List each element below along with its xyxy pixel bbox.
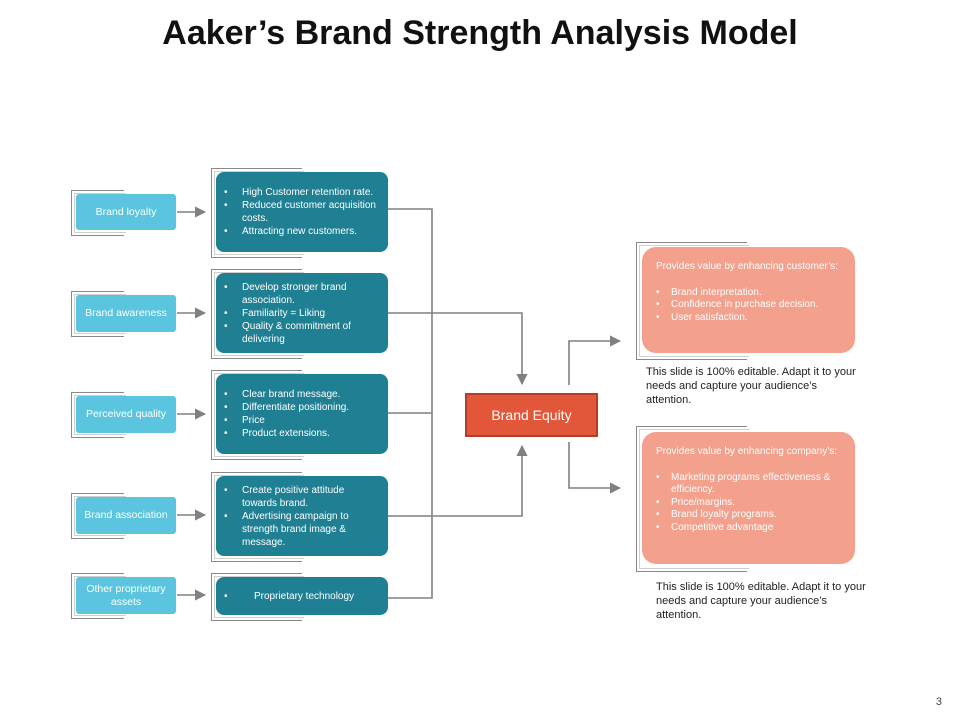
detail-item: Product extensions.	[216, 427, 349, 440]
detail-box-quality: Clear brand message. Differentiate posit…	[216, 374, 388, 454]
detail-item: Price	[216, 414, 349, 427]
output-upper	[568, 335, 622, 385]
brand-equity-box: Brand Equity	[465, 393, 598, 437]
label-bracket-4	[71, 493, 126, 539]
detail-box-other: Proprietary technology	[216, 577, 388, 615]
label-bracket-5	[71, 573, 126, 619]
connector-bottom	[388, 444, 528, 517]
collector-outer	[388, 208, 433, 599]
output-lower	[568, 442, 622, 494]
editable-note-2: This slide is 100% editable. Adapt it to…	[656, 581, 866, 621]
customer-value-item: Confidence in purchase decision.	[656, 299, 841, 312]
detail-item: Proprietary technology	[216, 590, 354, 603]
label-other-assets: Other proprietary assets	[76, 577, 176, 614]
label-brand-loyalty: Brand loyalty	[76, 194, 176, 230]
page-number: 3	[935, 696, 942, 708]
label-bracket-1	[71, 190, 126, 236]
label-brand-awareness: Brand awareness	[76, 295, 176, 332]
company-value-item: Competitive advantage	[656, 522, 841, 535]
company-value-item: Price/margins.	[656, 497, 841, 510]
label-perceived-quality: Perceived quality	[76, 396, 176, 433]
detail-box-awareness: Develop stronger brand association. Fami…	[216, 273, 388, 353]
detail-item: Differentiate positioning.	[216, 401, 349, 414]
detail-item: Quality & commitment of delivering	[216, 320, 380, 346]
company-value-box: Provides value by enhancing company’s: M…	[642, 432, 855, 564]
label-bracket-3	[71, 392, 126, 438]
detail-bracket-4	[211, 472, 304, 562]
label-brand-association: Brand association	[76, 497, 176, 534]
company-value-item: Marketing programs effectiveness & effic…	[656, 472, 841, 497]
detail-item: Clear brand message.	[216, 388, 349, 401]
customer-value-item: User satisfaction.	[656, 312, 841, 325]
detail-item: High Customer retention rate.	[216, 186, 380, 199]
detail-item: Familiarity = Liking	[216, 307, 380, 320]
detail-item: Attracting new customers.	[216, 225, 380, 238]
customer-value-box: Provides value by enhancing customer’s: …	[642, 247, 855, 353]
slide-title: Aaker’s Brand Strength Analysis Model	[162, 14, 798, 52]
label-bracket-2	[71, 291, 126, 337]
detail-item: Advertising campaign to strength brand i…	[216, 510, 380, 549]
connector-top	[388, 312, 528, 386]
editable-note-1: This slide is 100% editable. Adapt it to…	[646, 366, 856, 406]
detail-bracket-3	[211, 370, 304, 460]
detail-item: Reduced customer acquisition costs.	[216, 199, 380, 225]
customer-value-intro: Provides value by enhancing customer’s:	[656, 261, 838, 272]
detail-item: Create positive attitude towards brand.	[216, 484, 380, 510]
company-value-item: Brand loyalty programs.	[656, 509, 841, 522]
detail-bracket-2	[211, 269, 304, 359]
detail-item: Develop stronger brand association.	[216, 281, 380, 307]
detail-box-association: Create positive attitude towards brand. …	[216, 476, 388, 556]
detail-bracket-5	[211, 573, 304, 621]
value-bracket-2	[636, 426, 749, 572]
company-value-intro: Provides value by enhancing company’s:	[656, 446, 838, 457]
customer-value-item: Brand interpretation.	[656, 287, 841, 300]
detail-box-loyalty: High Customer retention rate. Reduced cu…	[216, 172, 388, 252]
detail-bracket-1	[211, 168, 304, 258]
value-bracket-1	[636, 242, 749, 360]
